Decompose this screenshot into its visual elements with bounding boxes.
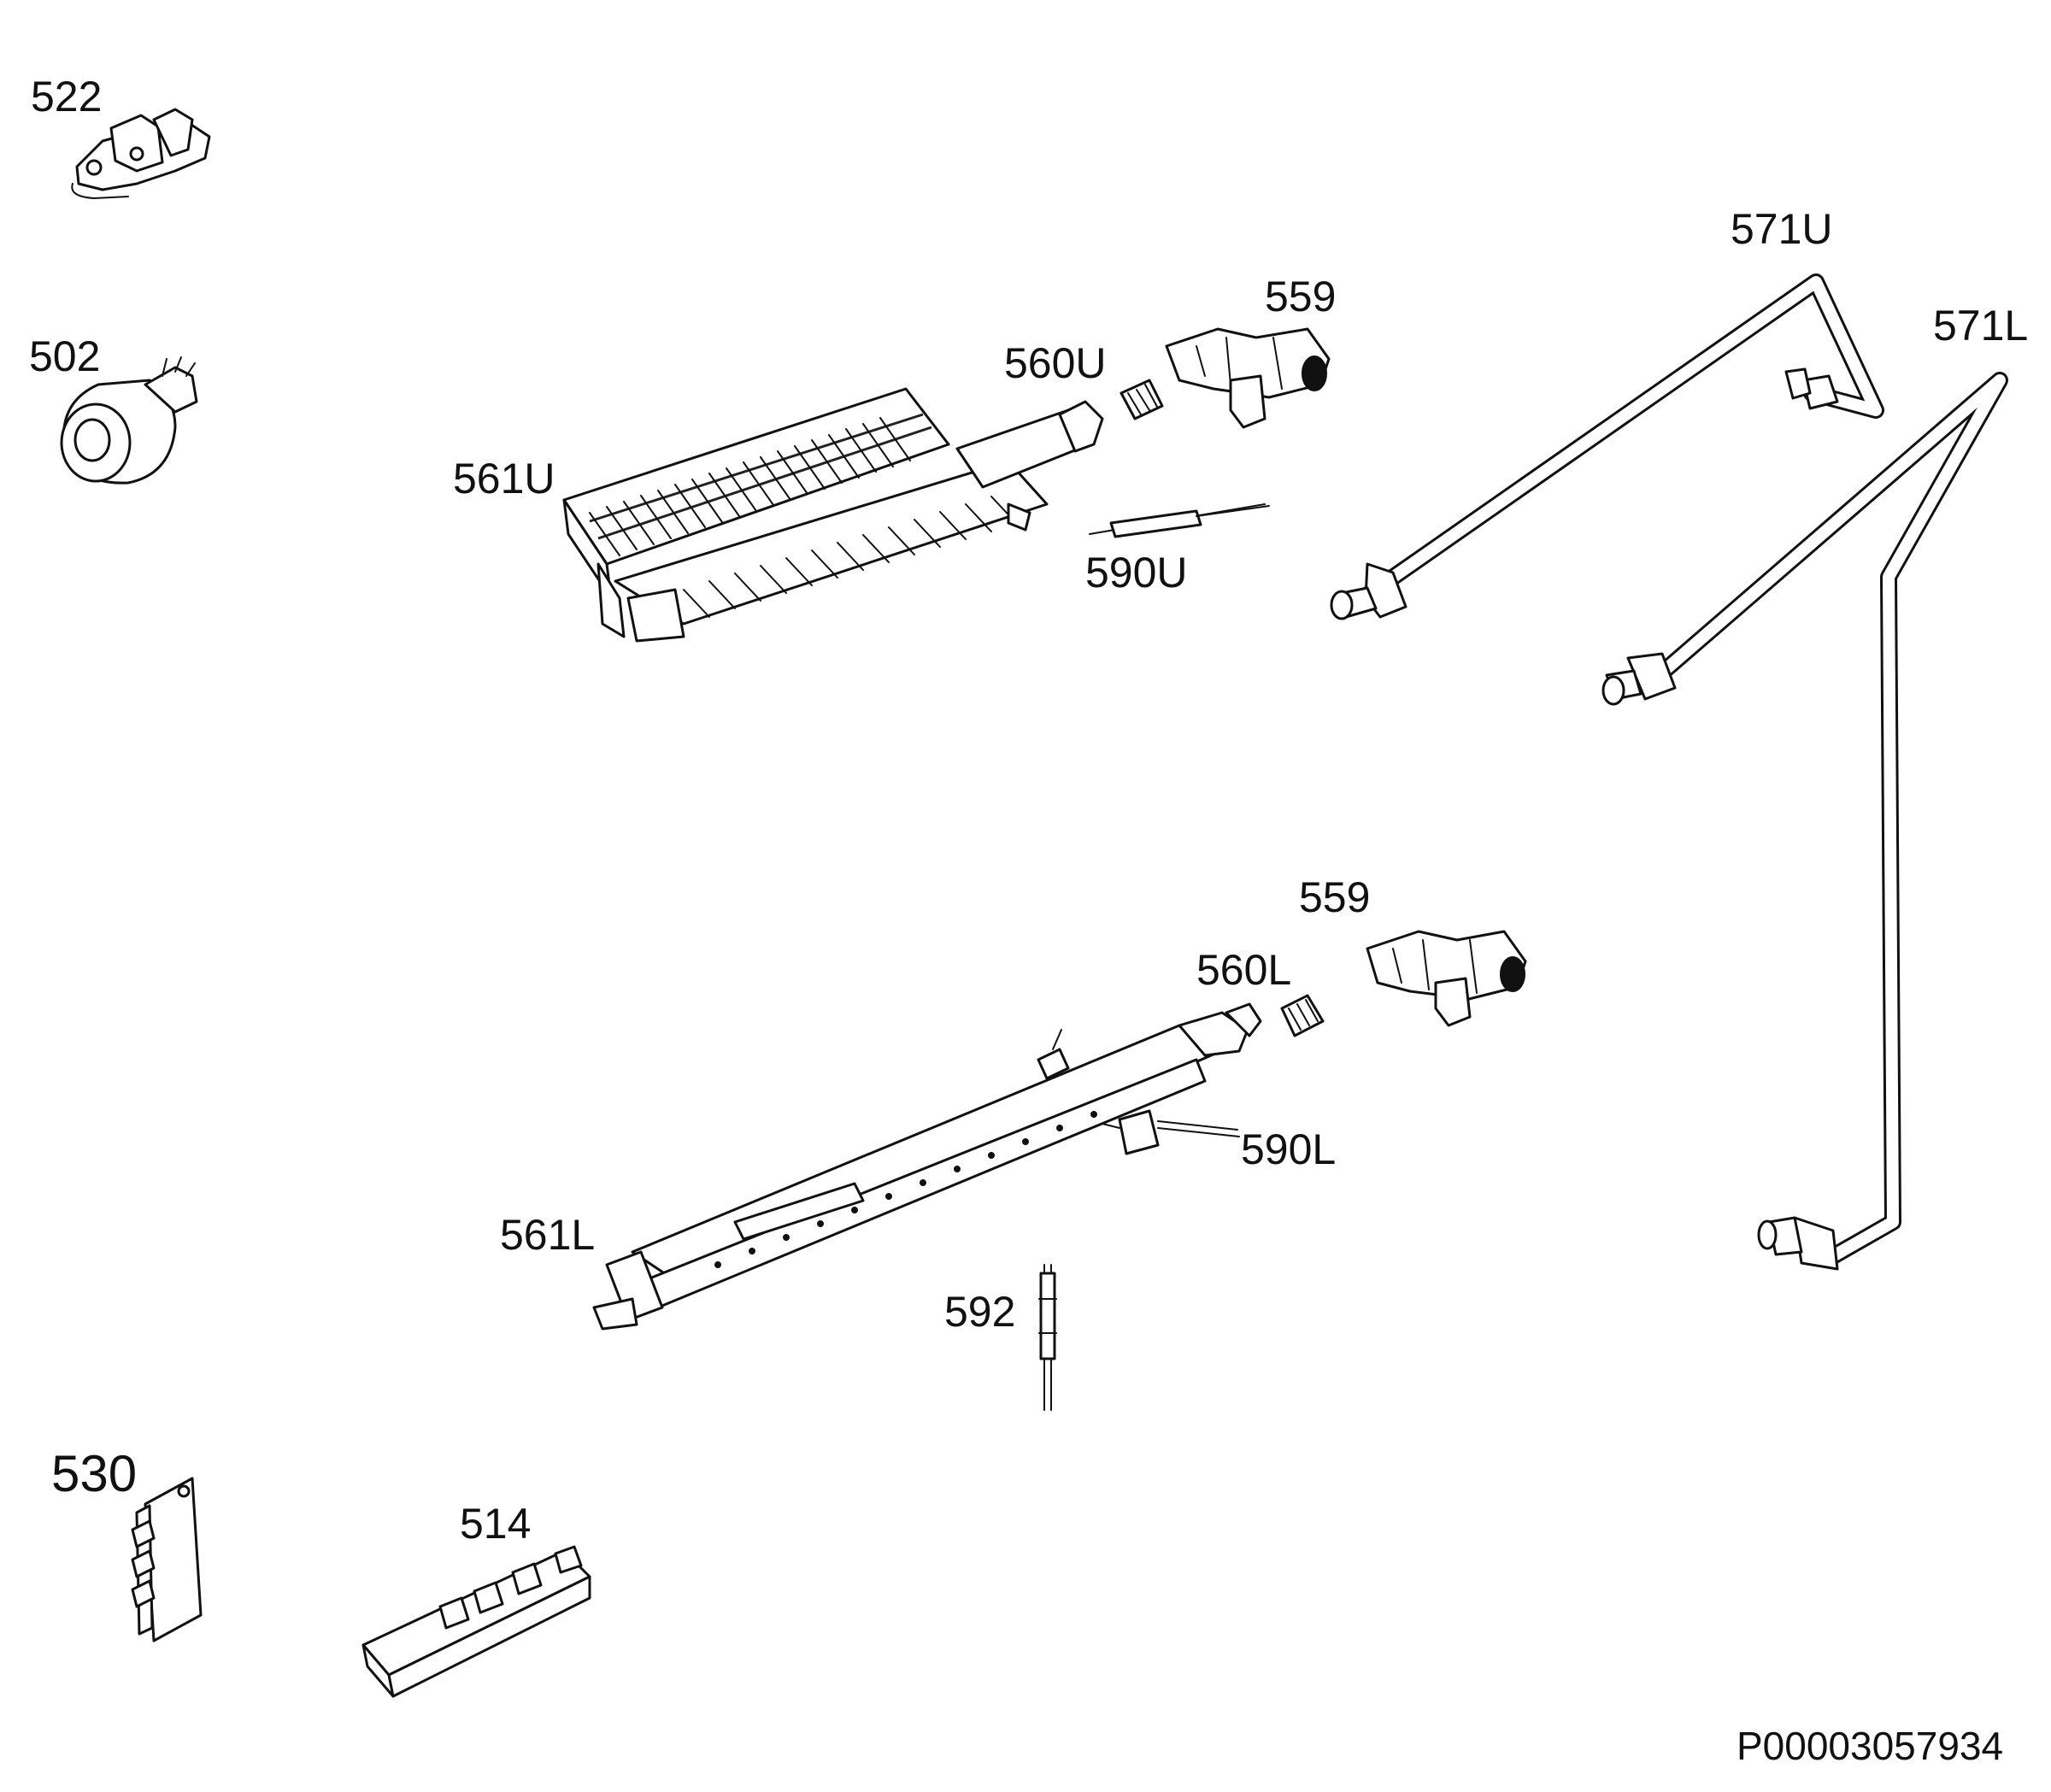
label-522: 522 <box>31 73 103 120</box>
part-590U-thermocouple <box>1089 503 1270 538</box>
label-561U: 561U <box>453 455 555 502</box>
part-571U-upper-gas-pipe <box>1330 273 1884 620</box>
label-571L: 571L <box>1933 302 2029 350</box>
label-590L: 590L <box>1241 1125 1337 1173</box>
label-561L: 561L <box>500 1211 596 1259</box>
part-559-upper-valve <box>1165 327 1331 429</box>
label-514: 514 <box>460 1500 532 1548</box>
label-592: 592 <box>944 1288 1016 1336</box>
part-502-knob <box>60 356 198 485</box>
label-590U: 590U <box>1085 549 1188 596</box>
part-561L-lower-burner <box>592 1002 1262 1331</box>
diagram-reference-number: P00003057934 <box>1737 1724 2004 1768</box>
label-560U: 560U <box>1004 339 1107 387</box>
label-559-lower: 559 <box>1299 873 1371 921</box>
part-560L-nozzle <box>1280 994 1325 1037</box>
label-530: 530 <box>51 1445 138 1502</box>
part-559-lower-valve <box>1366 930 1527 1027</box>
label-502: 502 <box>29 332 101 380</box>
part-592-probe <box>1038 1264 1057 1411</box>
label-560L: 560L <box>1196 946 1292 994</box>
part-590L-thermocouple <box>1102 1109 1240 1155</box>
part-514-ignition-module <box>361 1545 591 1698</box>
part-571L-lower-gas-pipe <box>1601 372 2008 1271</box>
part-522-bracket <box>71 108 211 200</box>
label-559-upper: 559 <box>1265 273 1337 320</box>
part-561U-upper-burner <box>562 387 1104 643</box>
part-560U-nozzle <box>1120 379 1164 420</box>
label-571U: 571U <box>1731 205 1833 253</box>
part-530-terminal-block <box>131 1477 203 1642</box>
